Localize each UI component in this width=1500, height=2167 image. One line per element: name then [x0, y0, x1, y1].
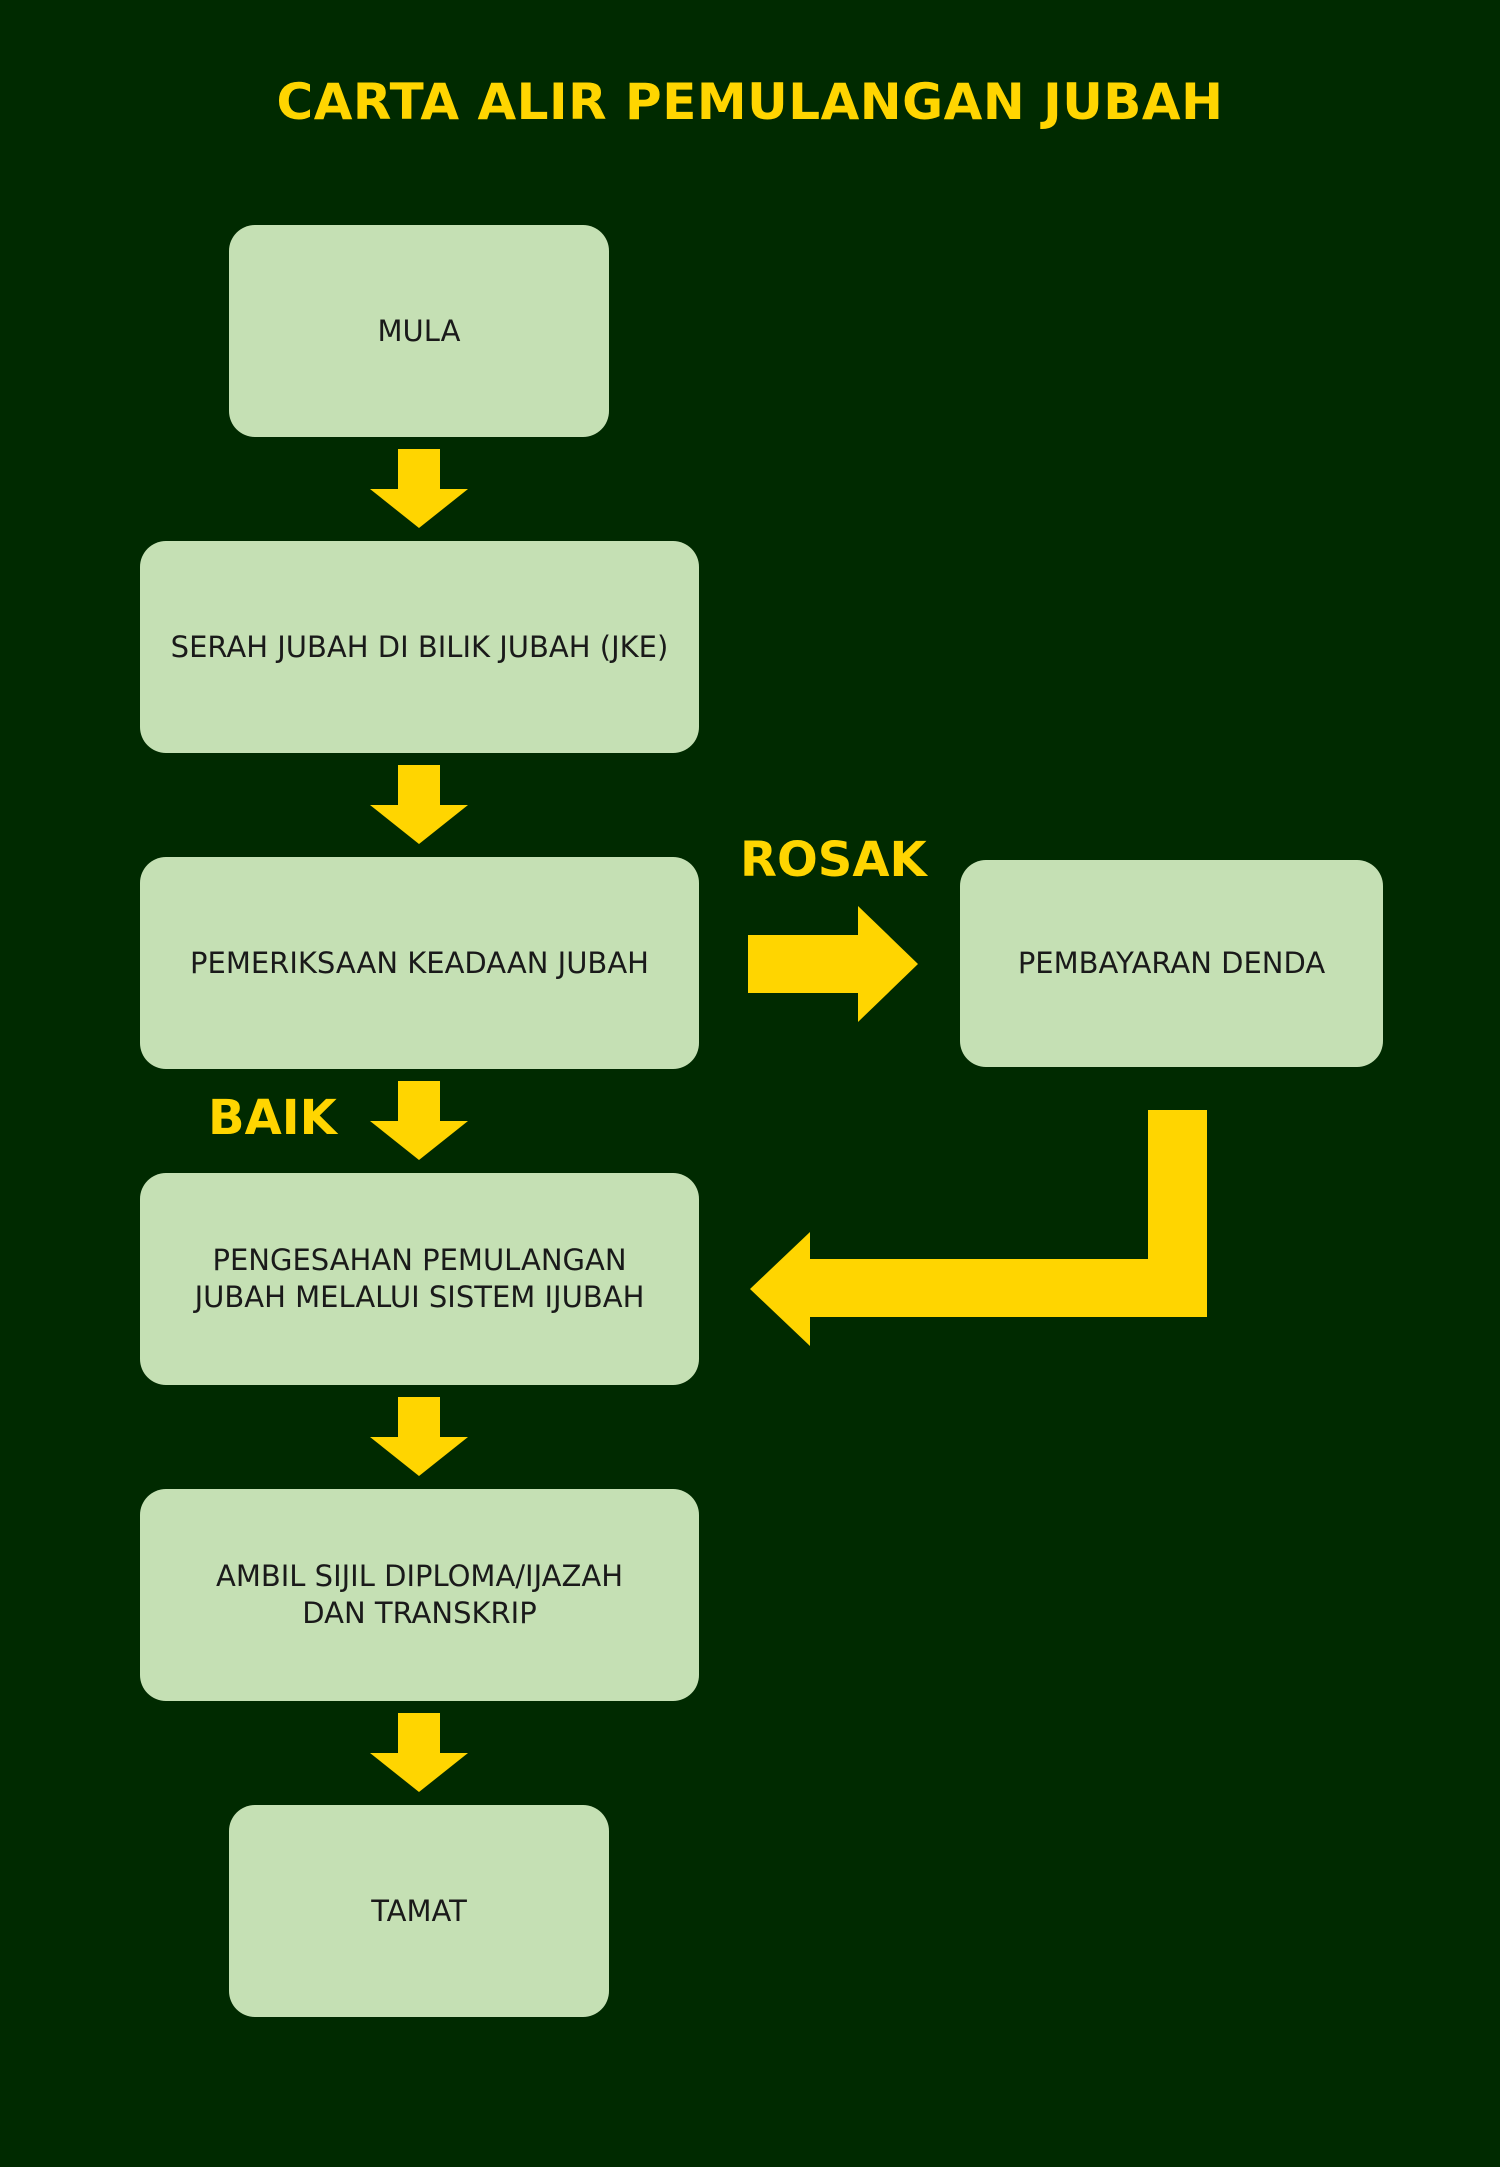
- arrow-return: [750, 1110, 1207, 1346]
- step-ambil-sijil-label: AMBIL SIJIL DIPLOMA/IJAZAH DAN TRANSKRIP: [215, 1559, 624, 1630]
- step-pengesahan: PENGESAHAN PEMULANGAN JUBAH MELALUI SIST…: [140, 1173, 699, 1385]
- arrow-down-3: [370, 1081, 468, 1160]
- step-serah-jubah-label: SERAH JUBAH DI BILIK JUBAH (JKE): [170, 629, 669, 664]
- chart-title: CARTA ALIR PEMULANGAN JUBAH: [276, 73, 1224, 131]
- step-pembayaran-denda: PEMBAYARAN DENDA: [960, 860, 1383, 1067]
- step-tamat-label: TAMAT: [371, 1893, 467, 1928]
- step-tamat: TAMAT: [229, 1805, 609, 2017]
- step-mula: MULA: [229, 225, 609, 437]
- step-ambil-sijil: AMBIL SIJIL DIPLOMA/IJAZAH DAN TRANSKRIP: [140, 1489, 699, 1701]
- arrow-down-5: [370, 1713, 468, 1792]
- branch-label-baik: BAIK: [208, 1090, 337, 1146]
- arrow-down-2: [370, 765, 468, 844]
- step-pembayaran-denda-label: PEMBAYARAN DENDA: [1017, 946, 1326, 981]
- step-pemeriksaan: PEMERIKSAAN KEADAAN JUBAH: [140, 857, 699, 1069]
- step-serah-jubah: SERAH JUBAH DI BILIK JUBAH (JKE): [140, 541, 699, 753]
- step-pengesahan-label: PENGESAHAN PEMULANGAN JUBAH MELALUI SIST…: [194, 1243, 645, 1314]
- arrow-down-1: [370, 449, 468, 528]
- step-pemeriksaan-label: PEMERIKSAAN KEADAAN JUBAH: [190, 945, 649, 980]
- step-mula-label: MULA: [377, 313, 461, 348]
- branch-label-rosak: ROSAK: [740, 832, 927, 888]
- arrow-down-4: [370, 1397, 468, 1476]
- arrow-right-rosak: [748, 906, 918, 1022]
